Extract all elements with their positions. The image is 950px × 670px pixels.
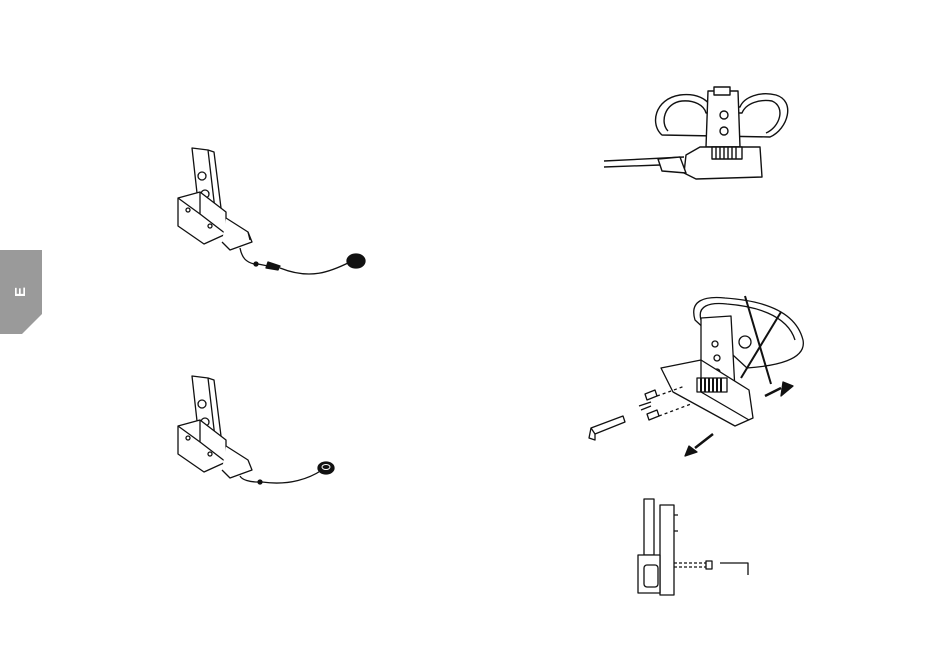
side-tab-letter: E bbox=[11, 277, 31, 307]
clamp-mount-boom-mic-figure bbox=[160, 140, 380, 290]
clamp-mount-wired-mic-figure bbox=[160, 370, 360, 500]
helmet-clamp-assembled-figure bbox=[600, 85, 800, 190]
clamp-side-view-figure bbox=[630, 495, 770, 605]
clamp-disassembly-figure bbox=[585, 280, 815, 465]
